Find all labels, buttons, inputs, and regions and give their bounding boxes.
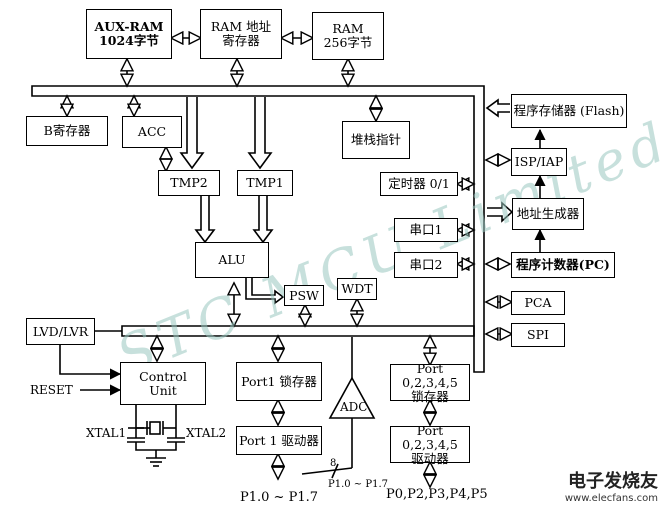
ram-block: RAM 256字节 bbox=[312, 12, 384, 60]
b-register-block: B寄存器 bbox=[26, 116, 108, 146]
control-unit-block: Control Unit bbox=[120, 362, 206, 405]
logo-cn: 电子发烧友 bbox=[568, 471, 658, 492]
spi-block: SPI bbox=[511, 323, 565, 347]
address-generator-block: 地址生成器 bbox=[512, 198, 584, 230]
lvd-to-control bbox=[59, 345, 122, 380]
lvd-lvr-block: LVD/LVR bbox=[26, 318, 95, 345]
crystal-circuit bbox=[127, 405, 185, 467]
p1-pins-label: P1.0 ~ P1.7 bbox=[240, 490, 318, 505]
adc-pins-label: P1.0 ~ P1.7 bbox=[328, 479, 388, 490]
bus-width-label: 8 bbox=[330, 458, 337, 469]
internal-bus-top bbox=[31, 85, 485, 373]
xtal2-label: XTAL2 bbox=[186, 426, 227, 440]
port1-driver-block: Port 1 驱动器 bbox=[236, 426, 322, 455]
bus-to-tmp1-arrow bbox=[247, 97, 273, 170]
timer-block: 定时器 0/1 bbox=[380, 172, 458, 196]
site-logo: 电子发烧友 www.elecfans.com bbox=[565, 467, 658, 504]
psw-block: PSW bbox=[284, 285, 324, 306]
xtal1-label: XTAL1 bbox=[86, 426, 127, 440]
port0-5-driver-block: Port 0,2,3,4,5 驱动器 bbox=[390, 423, 470, 465]
alu-to-psw-arrow bbox=[245, 278, 285, 305]
flash-to-bus-arrow bbox=[485, 98, 510, 118]
bus-width-slash bbox=[331, 463, 339, 479]
program-counter-block: 程序计数器(PC) bbox=[511, 252, 615, 278]
tmp1-block: TMP1 bbox=[237, 170, 293, 196]
acc-block: ACC bbox=[122, 116, 182, 148]
port1-latch-block: Port1 锁存器 bbox=[236, 362, 322, 401]
tmp2-block: TMP2 bbox=[158, 170, 220, 196]
aux-ram-block: AUX-RAM 1024字节 bbox=[86, 9, 172, 59]
alu-block: ALU bbox=[195, 242, 269, 278]
bus-to-tmp2-arrow bbox=[179, 97, 205, 170]
tmp2-to-alu-arrow bbox=[194, 196, 216, 244]
logo-en: www.elecfans.com bbox=[564, 493, 658, 504]
isp-iap-block: ISP/IAP bbox=[511, 148, 567, 176]
wdt-block: WDT bbox=[337, 278, 377, 300]
px-pins-label: P0,P2,P3,P4,P5 bbox=[386, 487, 488, 502]
adc-to-pins bbox=[301, 467, 353, 475]
uart1-block: 串口1 bbox=[394, 218, 458, 242]
tmp1-to-alu-arrow bbox=[252, 196, 274, 244]
flash-program-memory-block: 程序存储器 (Flash) bbox=[511, 94, 627, 128]
uart2-block: 串口2 bbox=[394, 252, 458, 278]
stack-pointer-block: 堆栈指针 bbox=[342, 121, 410, 159]
reset-label: RESET bbox=[30, 383, 73, 397]
port0-5-latch-block: Port 0,2,3,4,5 锁存器 bbox=[390, 361, 470, 403]
pca-block: PCA bbox=[511, 291, 565, 315]
ram-address-register-block: RAM 地址 寄存器 bbox=[200, 9, 282, 59]
top-bus-connectors bbox=[67, 38, 511, 424]
adc-label: ADC bbox=[340, 400, 368, 414]
